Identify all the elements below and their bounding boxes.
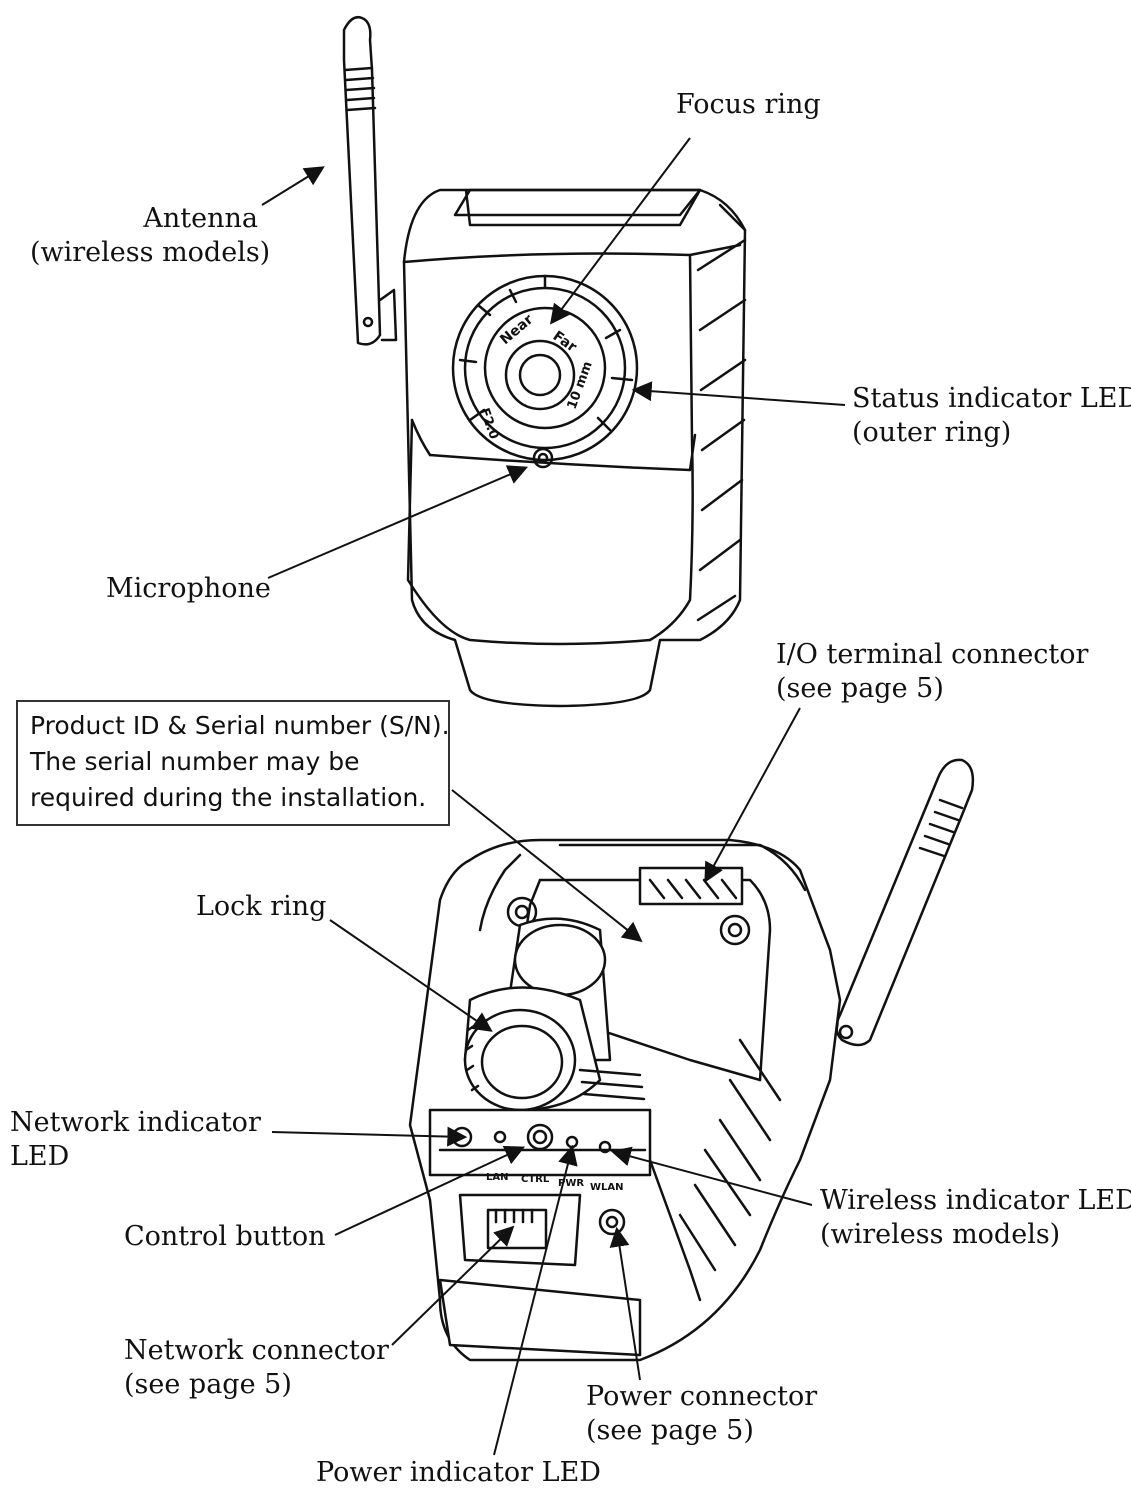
label-io-terminal-line2: (see page 5) [776, 673, 944, 704]
leader-microphone [267, 465, 529, 579]
label-network-connector-line2: (see page 5) [124, 1369, 292, 1400]
label-wireless-led-line2: (wireless models) [820, 1219, 1061, 1250]
front-lens [451, 274, 639, 469]
label-antenna-line2: (wireless models) [30, 237, 271, 268]
leader-network-connector [391, 1225, 515, 1346]
label-status-led: Status indicator LED (outer ring) [852, 382, 1131, 450]
label-power-connector-line1: Power connector [586, 1381, 818, 1412]
leader-wireless-led [610, 1146, 813, 1206]
camera-rear-view [408, 758, 975, 1362]
label-lock-ring: Lock ring [196, 891, 327, 922]
label-io-terminal: I/O terminal connector (see page 5) [776, 638, 1088, 706]
label-power-led: Power indicator LED [316, 1457, 601, 1488]
label-status-led-line1: Status indicator LED [852, 383, 1131, 414]
label-control-button: Control button [124, 1221, 326, 1252]
label-power-connector-line2: (see page 5) [586, 1415, 754, 1446]
leader-lock-ring [329, 919, 493, 1032]
serial-number-note: Product ID & Serial number (S/N). The se… [16, 700, 450, 826]
label-network-connector-line1: Network connector [124, 1335, 389, 1366]
label-wireless-led-line1: Wireless indicator LED [820, 1185, 1131, 1216]
label-network-led-line2: LED [10, 1141, 70, 1172]
leader-io-terminal [704, 707, 801, 883]
note-line1: Product ID & Serial number (S/N). [30, 711, 450, 740]
leader-serial-number [451, 789, 643, 943]
front-body [402, 188, 747, 708]
label-network-connector: Network connector (see page 5) [124, 1334, 389, 1402]
note-line2: The serial number may be [30, 747, 360, 776]
leader-lines [261, 137, 846, 1456]
port-label-ctrl: CTRL [521, 1174, 550, 1185]
rear-body [408, 838, 842, 1362]
leader-status-led [631, 381, 846, 406]
label-antenna: Antenna (wireless models) [30, 202, 271, 270]
port-label-wlan: WLAN [590, 1182, 624, 1193]
label-microphone: Microphone [106, 573, 271, 604]
label-network-led-line1: Network indicator [10, 1107, 261, 1138]
leader-network-led [271, 1126, 468, 1147]
label-network-led: Network indicator LED [10, 1106, 261, 1174]
label-io-terminal-line1: I/O terminal connector [776, 639, 1089, 670]
label-focus-ring: Focus ring [676, 89, 821, 120]
leader-power-connector [609, 1226, 641, 1381]
leader-antenna [261, 166, 325, 206]
leader-control-button [334, 1145, 526, 1236]
label-power-connector: Power connector (see page 5) [586, 1380, 817, 1448]
port-label-lan: LAN [486, 1172, 508, 1183]
camera-front-view [342, 16, 747, 708]
label-antenna-line1: Antenna [143, 203, 258, 234]
leader-power-led [493, 1144, 578, 1456]
label-status-led-line2: (outer ring) [852, 417, 1012, 448]
front-antenna [342, 16, 398, 346]
label-wireless-led: Wireless indicator LED (wireless models) [820, 1184, 1131, 1252]
note-line3: required during the installation. [30, 783, 427, 812]
leader-focus-ring [550, 137, 691, 325]
port-label-pwr: PWR [558, 1178, 584, 1189]
